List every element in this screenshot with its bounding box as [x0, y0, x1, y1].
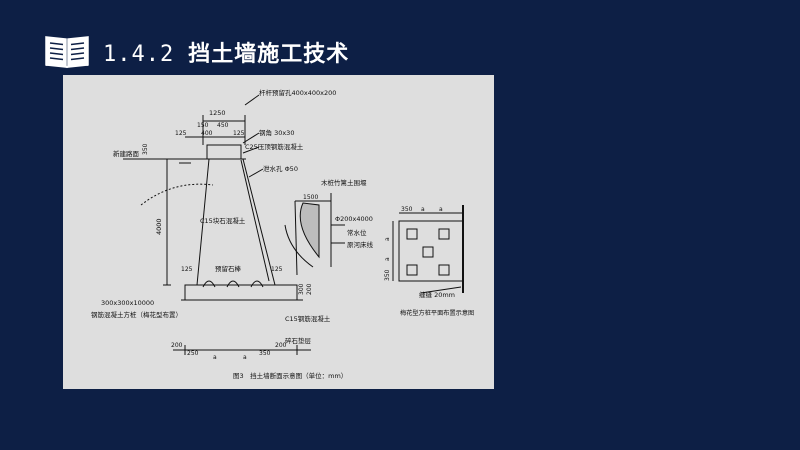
label-road-surface: 新建路面 — [113, 149, 140, 158]
label-pile-spec: 300x300x10000 — [101, 299, 154, 307]
dim-1500: 1500 — [303, 194, 318, 201]
section-number: 1.4.2 — [103, 42, 175, 67]
label-base-concrete: C15钢筋混凝土 — [285, 314, 331, 323]
dim-plan-350-top: 350 — [401, 206, 413, 213]
label-timber-pile: 木桩竹篱土围堰 — [321, 178, 367, 187]
dim-350-bottom: 350 — [259, 350, 271, 357]
drawing-svg: 杆杆预留孔400x400x200 钢角 30x30 C25压顶钢筋混凝土 泄水孔… — [91, 88, 474, 380]
label-gravel: 碎石垫层 — [285, 336, 312, 345]
leader-anchor — [244, 94, 260, 106]
book-icon — [45, 36, 89, 69]
dim-350-left: 350 — [142, 143, 149, 155]
dim-a2: a — [243, 354, 247, 361]
dim-plan-a2: a — [439, 206, 443, 213]
pile-heads — [202, 280, 264, 288]
label-joint: 缝缝 20mm — [419, 290, 455, 299]
plan-outline — [398, 220, 464, 282]
dim-plan-a-left1: a — [384, 257, 391, 261]
label-anchor-hole: 杆杆预留孔400x400x200 — [259, 88, 336, 97]
label-rebar: 钢角 30x30 — [259, 128, 294, 137]
backfill-arc — [140, 183, 214, 206]
dim-200-right: 200 — [275, 342, 287, 349]
dim-a1: a — [213, 354, 217, 361]
label-plan-title: 梅花型方桩平面布置示意图 — [400, 309, 474, 317]
label-water-level: 常水位 — [347, 228, 367, 237]
dim-150: 150 — [197, 122, 209, 129]
river-bed-curve — [284, 224, 314, 268]
label-bed-line: 原河床线 — [347, 240, 374, 249]
dim-450: 450 — [217, 122, 229, 129]
section-title: 挡土墙施工技术 — [188, 42, 350, 67]
dim-125-right: 125 — [271, 266, 283, 273]
label-cap-concrete: C25压顶钢筋混凝土 — [245, 142, 304, 151]
label-drain-hole: 泄水孔 Φ50 — [263, 164, 298, 173]
dim-300: 300 — [298, 283, 305, 295]
dim-125-left: 125 — [181, 266, 193, 273]
dim-400: 400 — [201, 130, 213, 137]
figure-caption: 图3 挡土墙断面示意图（单位：mm） — [233, 371, 347, 380]
dim-200b: 200 — [171, 342, 183, 349]
wall-cap — [206, 144, 242, 160]
dim-250: 250 — [187, 350, 199, 357]
slide-header: 1.4.2 挡土墙施工技术 — [0, 0, 800, 75]
dim-plan-350-left: 350 — [384, 269, 391, 281]
label-backfill-stone: 预留石棒 — [215, 264, 242, 273]
dim-200a: 200 — [306, 283, 313, 295]
dim-plan-a-left2: a — [384, 237, 391, 241]
dim-height: 4000 — [155, 218, 163, 235]
bank-fill — [299, 202, 320, 259]
label-pipe: Φ200x4000 — [335, 215, 373, 223]
dim-125b: 125 — [233, 130, 245, 137]
footing — [184, 284, 298, 301]
label-wall-body: C15块石混凝土 — [200, 216, 246, 225]
dim-top-width: 1250 — [209, 109, 226, 117]
wall-back-line — [240, 159, 270, 282]
timber-pile — [294, 200, 298, 276]
dim-125a: 125 — [175, 130, 187, 137]
plan-pile — [406, 228, 418, 240]
dim-plan-a1: a — [421, 206, 425, 213]
label-foundation: 钢筋混凝土方桩（梅花型布置） — [91, 310, 182, 319]
wall-body — [196, 158, 276, 286]
page-title: 1.4.2 挡土墙施工技术 — [103, 36, 349, 68]
drawing-figure: 杆杆预留孔400x400x200 钢角 30x30 C25压顶钢筋混凝土 泄水孔… — [63, 75, 494, 389]
